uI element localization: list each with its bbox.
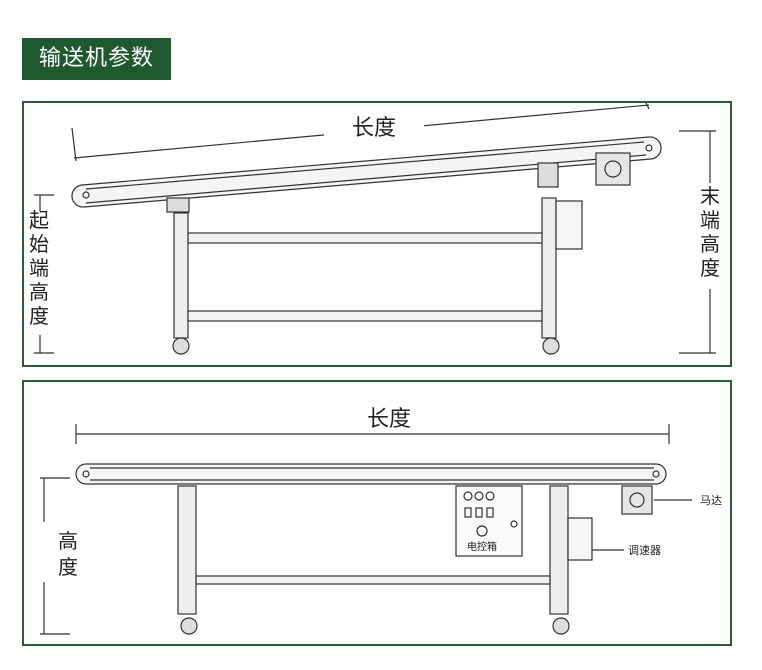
svg-text:端: 端 [700, 208, 720, 232]
crossbar-lower [187, 310, 543, 322]
wheel-right [552, 617, 570, 635]
right-leg [541, 197, 557, 339]
crossbar-lower [195, 575, 551, 585]
svg-text:末: 末 [700, 184, 720, 208]
inclined-conveyor-diagram: 长度 起 始 端 高 度 末 端 高 度 [26, 102, 724, 355]
wheel-left [180, 617, 198, 635]
motor [621, 485, 653, 515]
svg-text:端: 端 [29, 256, 49, 280]
inclined-conveyor-panel: 长度 起 始 端 高 度 末 端 高 度 [22, 101, 732, 367]
flat-conveyor-panel: 长度 高 度 电控箱 马达 调速器 [22, 380, 732, 646]
svg-text:高: 高 [29, 280, 49, 304]
length-label: 长度 [352, 116, 396, 141]
flat-conveyor-diagram: 长度 高 度 电控箱 马达 调速器 [30, 402, 722, 635]
wheel-right [542, 337, 560, 355]
flat-belt [75, 463, 667, 485]
motor [595, 152, 631, 186]
crossbar-upper [187, 232, 543, 244]
speed-controller [567, 517, 593, 561]
svg-text:始: 始 [29, 232, 49, 256]
wheel-left [172, 337, 190, 355]
left-leg [173, 212, 189, 339]
left-leg [177, 485, 197, 615]
length-label: 长度 [367, 407, 411, 432]
motor-label: 马达 [700, 494, 722, 507]
speed-controller-box [555, 200, 583, 250]
control-box [455, 485, 523, 557]
svg-text:起: 起 [29, 208, 49, 232]
control-box-label: 电控箱 [467, 540, 497, 553]
end-height-label: 末 端 高 度 [700, 184, 720, 280]
svg-text:高: 高 [58, 529, 78, 553]
svg-text:度: 度 [58, 555, 78, 579]
height-label: 高 度 [58, 529, 78, 579]
svg-text:度: 度 [700, 256, 720, 280]
svg-text:度: 度 [29, 304, 49, 328]
svg-text:高: 高 [700, 232, 720, 256]
inclined-belt [71, 136, 662, 208]
speed-controller-label: 调速器 [628, 544, 661, 557]
start-height-label: 起 始 端 高 度 [29, 208, 49, 328]
right-leg [549, 485, 569, 615]
section-title: 输送机参数 [22, 38, 171, 80]
